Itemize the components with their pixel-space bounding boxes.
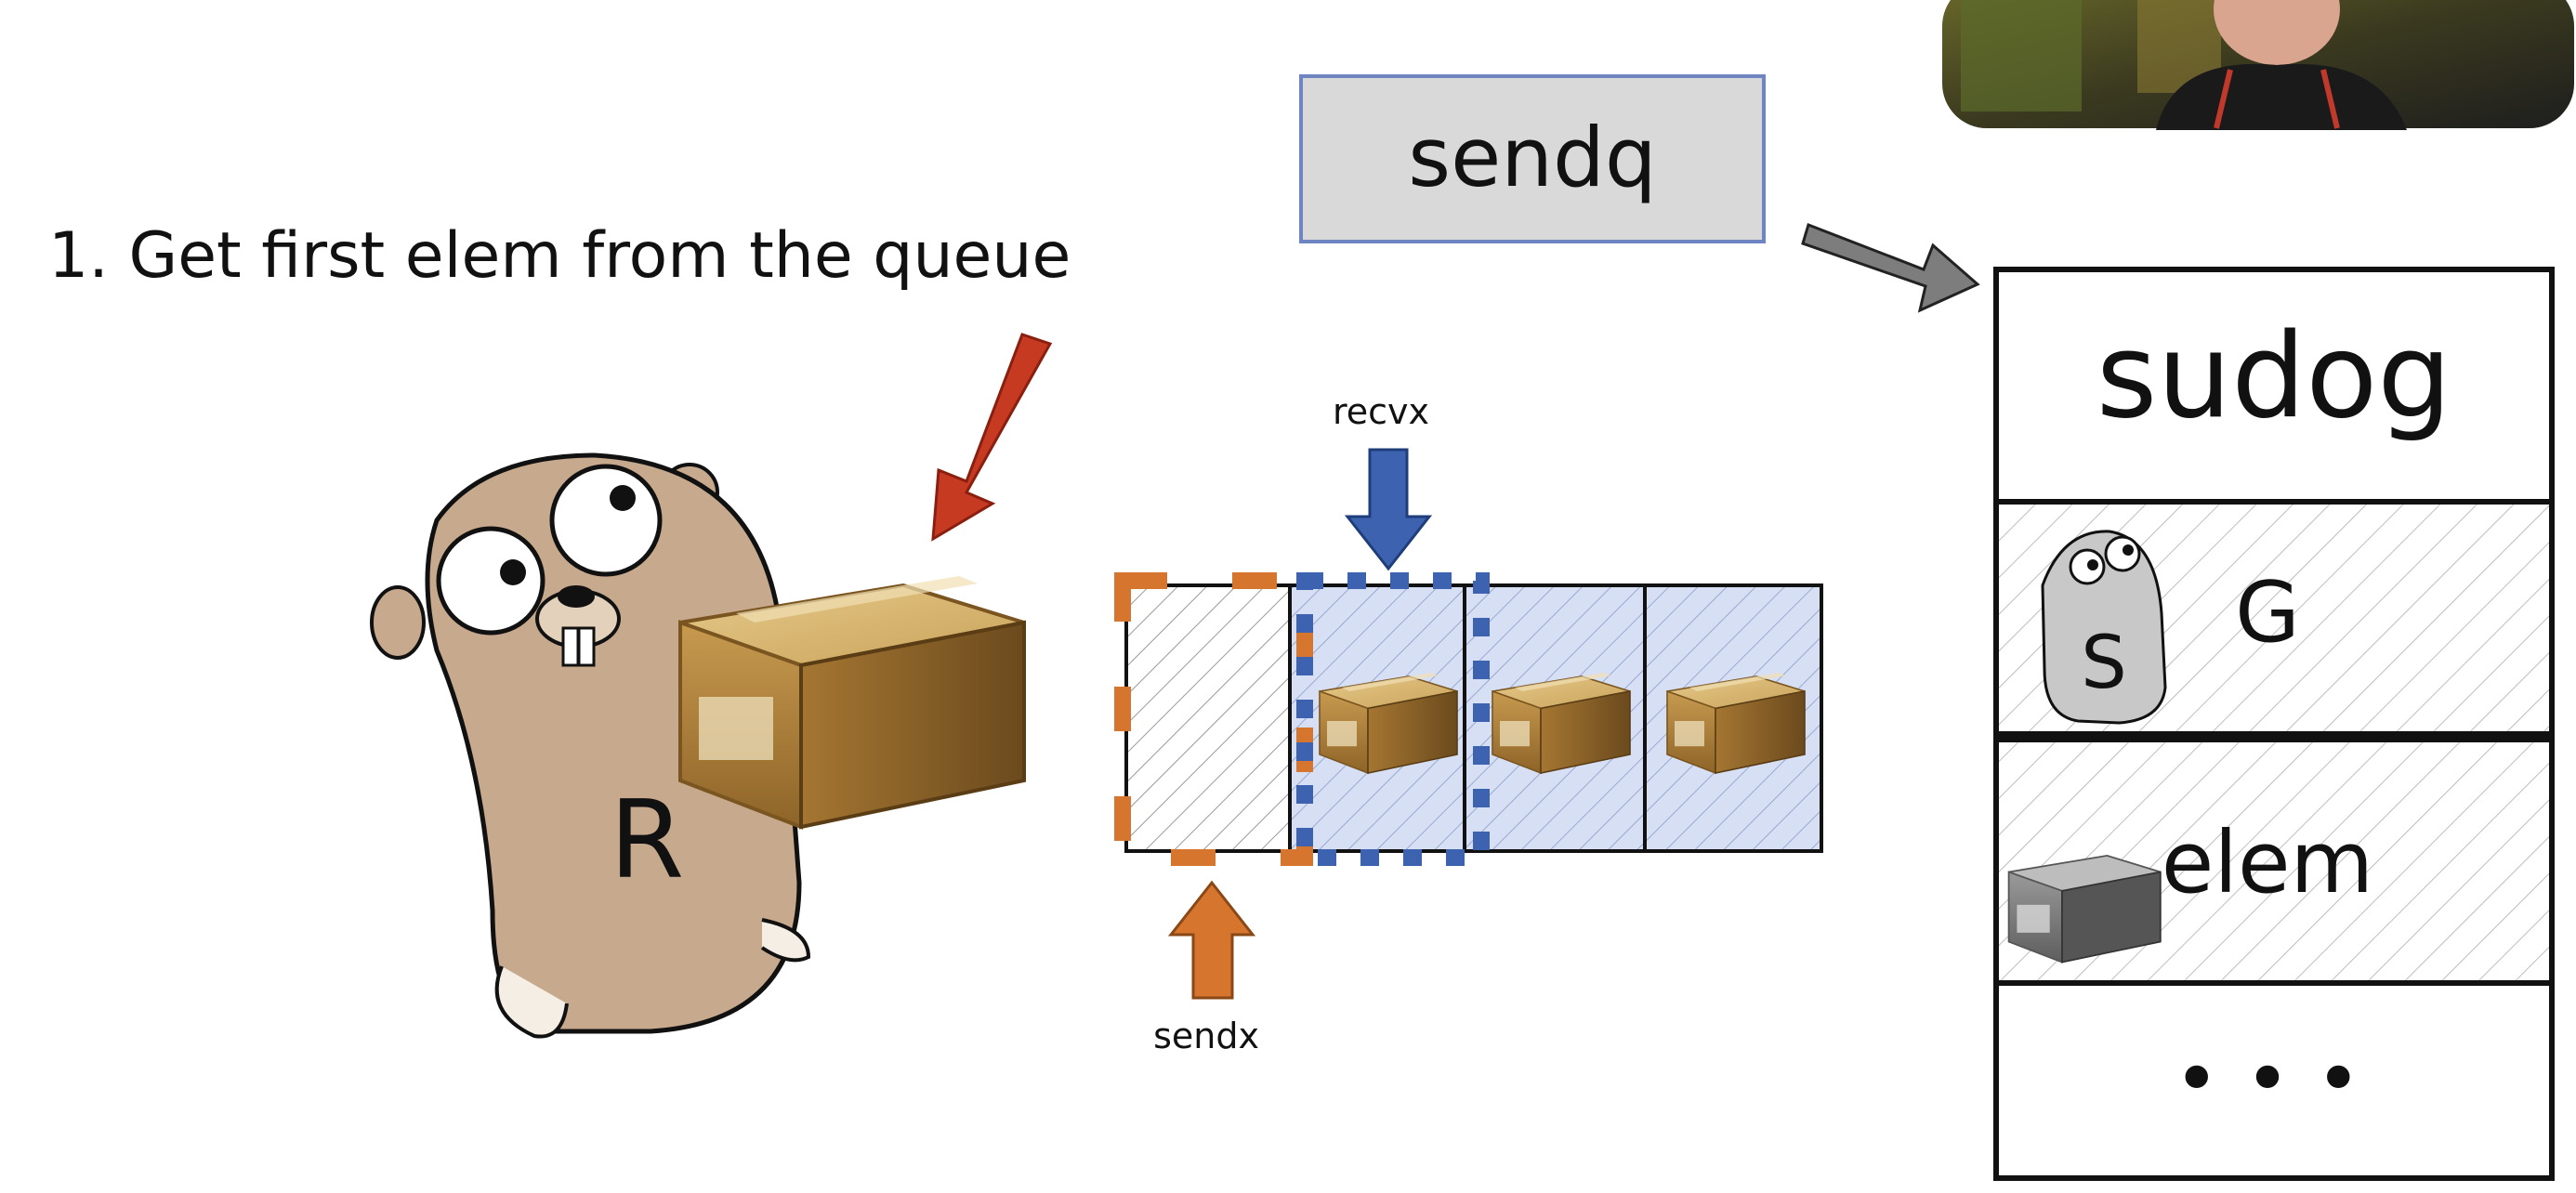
channel-buffer <box>1114 572 1823 866</box>
buffer-box-icon <box>1492 672 1631 774</box>
recvx-arrow <box>1344 448 1433 571</box>
go-gopher-mascot: R <box>370 452 811 1039</box>
gopher-s-icon: S <box>2041 530 2167 725</box>
sudog-struct: sudog S G elem • • • <box>1993 267 2555 1181</box>
recvx-highlight <box>1296 572 1490 866</box>
recvx-label: recvx <box>1333 391 1429 432</box>
sendq-arrow <box>1801 223 1980 313</box>
receiver-label: R <box>610 778 685 903</box>
sendx-highlight <box>1114 572 1313 866</box>
red-arrow <box>931 333 1053 542</box>
sudog-more-label: • • • <box>2174 1033 2361 1124</box>
elem-box-icon <box>2007 854 2162 964</box>
sendq-box: sendq <box>1299 74 1766 243</box>
sendx-arrow <box>1167 880 1256 1000</box>
presenter-webcam <box>1942 0 2574 130</box>
buffer-slot-empty <box>1124 583 1292 853</box>
sudog-s-label: S <box>2081 622 2127 705</box>
sendq-label: sendq <box>1408 110 1656 205</box>
cardboard-box-icon <box>678 574 1026 829</box>
sendx-label: sendx <box>1153 1016 1259 1056</box>
buffer-box-icon <box>1666 672 1806 774</box>
sudog-g-label: G <box>2235 564 2300 662</box>
sudog-elem-label: elem <box>2162 813 2373 912</box>
sudog-title: sudog <box>2096 308 2452 444</box>
step-text: 1. Get first elem from the queue <box>48 219 1071 293</box>
buffer-box-icon <box>1319 672 1458 774</box>
